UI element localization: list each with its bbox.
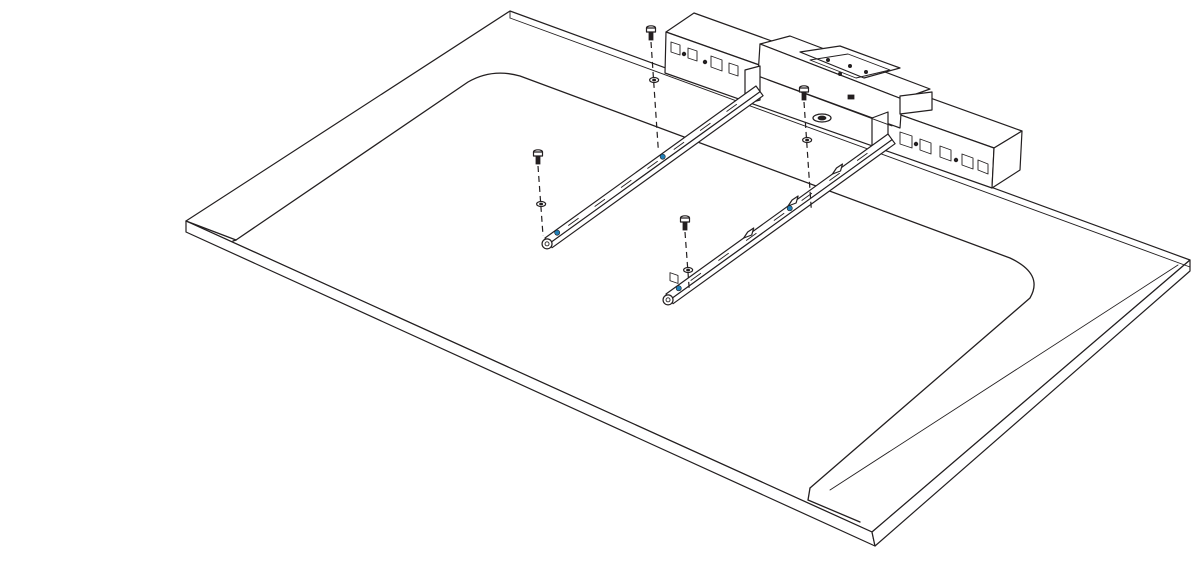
vent-dot xyxy=(913,141,919,147)
bracket-fastening-point xyxy=(786,205,793,212)
panel-step-right-2 xyxy=(807,499,861,523)
fastener-3 xyxy=(798,85,813,209)
bracket-fastening-point xyxy=(554,229,561,236)
vent-3 xyxy=(710,55,723,72)
vent-dot xyxy=(953,157,959,163)
bracket-tab xyxy=(831,163,844,175)
bracket-slot xyxy=(690,272,702,281)
vent-4 xyxy=(728,62,739,77)
cradle-latch xyxy=(847,94,855,100)
bracket-tab xyxy=(787,195,799,207)
bracket-slot xyxy=(726,103,737,112)
bracket-slot xyxy=(773,212,785,221)
screw-head-side xyxy=(645,27,657,33)
screw-head-side xyxy=(798,87,810,93)
bracket-tab xyxy=(743,227,755,239)
screw-head-side xyxy=(679,217,691,223)
vent-dot xyxy=(681,51,687,57)
guide-line xyxy=(650,41,659,151)
screw-shank xyxy=(535,155,541,165)
panel-step-right xyxy=(807,487,811,501)
bracket-left xyxy=(541,85,764,250)
mounting-brackets xyxy=(541,85,896,306)
bracket-hook-inner xyxy=(544,241,550,247)
bracket-slot xyxy=(718,252,729,261)
screw-shank xyxy=(648,31,654,41)
bracket-right xyxy=(662,133,896,306)
vent-8 xyxy=(961,153,974,170)
bracket-slot xyxy=(829,172,840,181)
fastener-2 xyxy=(532,149,547,237)
vent-7 xyxy=(939,145,952,162)
bracket-hook xyxy=(541,238,553,250)
cradle-detail xyxy=(767,79,893,127)
bracket-fastening-point xyxy=(659,153,666,160)
washer-hole xyxy=(652,78,657,82)
vent-6 xyxy=(919,138,932,155)
cradle-front xyxy=(757,43,903,129)
cradle-hole xyxy=(848,64,853,69)
bracket-fastening-point xyxy=(675,285,682,292)
cradle-port-inner xyxy=(817,115,827,121)
vent-9 xyxy=(977,159,989,175)
bracket-slot xyxy=(620,179,632,188)
vent-2 xyxy=(687,47,698,62)
screw-shank xyxy=(682,221,688,231)
vent xyxy=(669,272,679,284)
fastener-4 xyxy=(679,215,694,293)
cradle-tab xyxy=(899,91,933,115)
washer-hole xyxy=(686,268,691,272)
video-bar-device xyxy=(664,12,1023,284)
device-vents xyxy=(669,272,679,284)
washer-hole xyxy=(539,202,544,206)
cradle-hole xyxy=(838,72,843,77)
screw-head-side xyxy=(532,151,544,157)
vent-1 xyxy=(670,41,681,56)
cradle-plate xyxy=(799,45,901,79)
vent-dot xyxy=(702,59,708,65)
washer-hole xyxy=(805,138,810,142)
guide-line xyxy=(803,101,812,209)
fastener-1 xyxy=(645,25,660,151)
cradle-plate-inner xyxy=(809,53,891,79)
device-cradle xyxy=(744,35,933,151)
fasteners xyxy=(532,25,813,293)
panel-back-edge-line xyxy=(509,17,1191,268)
cradle-port xyxy=(812,113,832,123)
cradle-hole xyxy=(864,70,869,75)
bracket-hook xyxy=(662,294,674,306)
vent-5 xyxy=(899,131,913,149)
bracket-slot xyxy=(856,152,868,161)
screw-shank xyxy=(801,91,807,101)
panel-right-edge xyxy=(871,259,1191,547)
bracket-slot xyxy=(568,217,579,226)
bracket-hook-inner xyxy=(665,297,671,303)
bracket-slot xyxy=(673,141,685,150)
bracket-slot xyxy=(647,160,658,169)
panel-raised-area xyxy=(235,72,1035,489)
device-end-face xyxy=(991,130,1023,189)
cradle-hole xyxy=(826,58,831,63)
panel-step-left-2 xyxy=(232,239,237,242)
bracket-slot xyxy=(745,232,757,241)
panel-right-bevel xyxy=(829,264,1179,491)
guide-line xyxy=(684,231,691,293)
panel-step-left xyxy=(185,220,237,241)
bracket-slot xyxy=(699,122,711,131)
bracket-slot xyxy=(594,198,606,207)
